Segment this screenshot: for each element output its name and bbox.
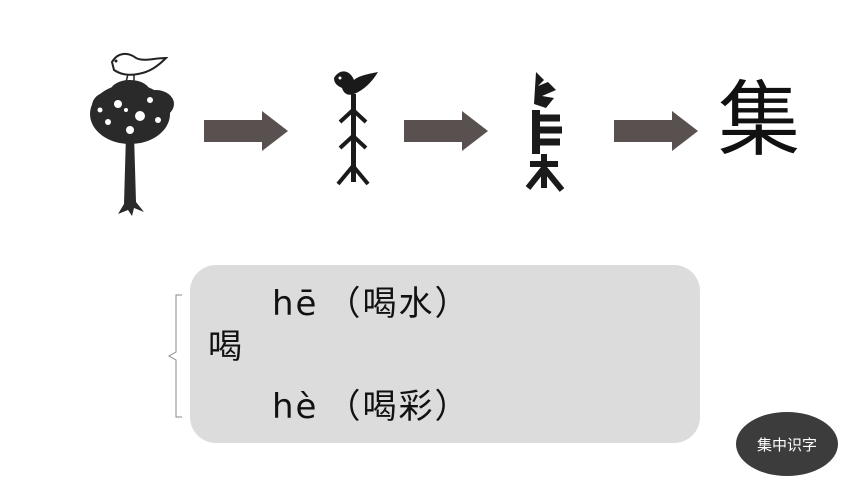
arrow-right-icon [204, 111, 288, 151]
example-word: （喝水） [326, 284, 471, 324]
example-word: （喝彩） [326, 387, 471, 427]
tree-with-bird-drawing [90, 52, 174, 216]
reading-he1: hē（喝水） [272, 287, 470, 321]
modern-character: 集 [718, 73, 801, 168]
arrow-right-icon [614, 111, 698, 151]
oracle-bone-script [334, 71, 378, 186]
polyphone-character: 喝 [208, 327, 242, 367]
brace-icon [168, 294, 182, 418]
section-badge[interactable]: 集中识字 [736, 412, 838, 476]
reading-he4: hè（喝彩） [272, 390, 470, 424]
pinyin: hè [272, 387, 319, 427]
pinyin: hē [272, 284, 319, 324]
polyphone-card [190, 265, 700, 443]
bronze-script [525, 72, 565, 192]
arrow-right-icon [404, 111, 488, 151]
